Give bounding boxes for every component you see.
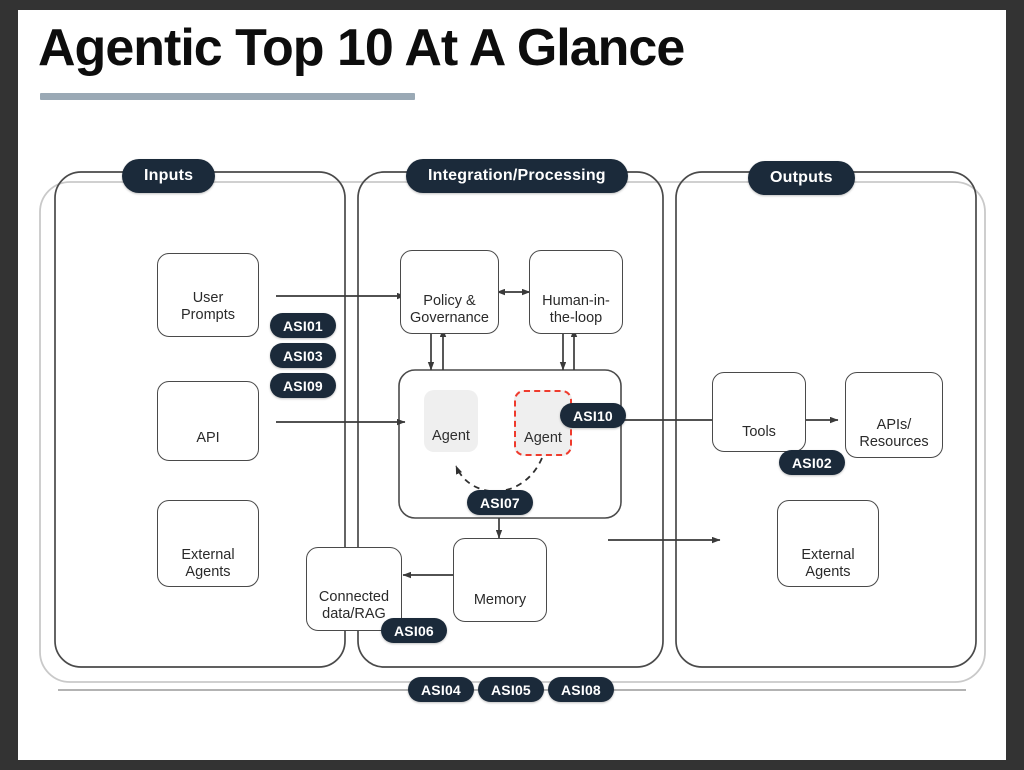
column-title-integration: Integration/Processing — [406, 159, 628, 193]
node-tools[interactable]: Tools — [712, 372, 806, 452]
page-title: Agentic Top 10 At A Glance — [38, 19, 685, 77]
badge-asi01[interactable]: ASI01 — [270, 313, 336, 338]
column-title-outputs: Outputs — [748, 161, 855, 195]
node-policy-label-1: Policy & — [423, 293, 476, 309]
node-connected-data-label-2: data/RAG — [322, 606, 386, 622]
badge-asi08[interactable]: ASI08 — [548, 677, 614, 702]
slide-page: Agentic Top 10 At A Glance — [18, 10, 1006, 760]
node-policy-governance[interactable]: Policy & Governance — [400, 250, 499, 334]
node-external-agents-input-label-2: Agents — [185, 563, 231, 580]
node-agent-b-label: Agent — [524, 430, 562, 446]
node-human-loop-label-2: the-loop — [549, 310, 603, 326]
node-user-prompts[interactable]: User Prompts — [157, 253, 259, 337]
node-policy-label-2: Governance — [410, 310, 489, 326]
node-apis-label-2: Resources — [859, 434, 929, 450]
node-apis-label-1: APIs/ — [876, 417, 912, 433]
node-user-prompts-label-2: Prompts — [181, 307, 235, 323]
node-external-agents-input-label-1: External — [181, 546, 235, 563]
node-external-agents-output-label-1: External — [801, 546, 855, 563]
node-memory-label: Memory — [473, 591, 527, 608]
badge-asi06[interactable]: ASI06 — [381, 618, 447, 643]
badge-asi03[interactable]: ASI03 — [270, 343, 336, 368]
node-external-agents-output[interactable]: External Agents — [777, 500, 879, 587]
column-title-inputs: Inputs — [122, 159, 216, 193]
badge-asi09[interactable]: ASI09 — [270, 373, 336, 398]
node-apis-resources[interactable]: APIs/ Resources — [845, 372, 943, 458]
node-human-in-the-loop[interactable]: Human-in- the-loop — [529, 250, 623, 334]
badge-asi04[interactable]: ASI04 — [408, 677, 474, 702]
node-user-prompts-label-1: User — [192, 290, 224, 306]
node-connected-data-rag[interactable]: Connected data/RAG — [306, 547, 402, 631]
node-connected-data-label-1: Connected — [318, 589, 390, 605]
node-external-agents-output-label-2: Agents — [805, 563, 851, 580]
node-external-agents-input[interactable]: External Agents — [157, 500, 259, 587]
node-human-loop-label-1: Human-in- — [542, 293, 610, 309]
node-agent-a[interactable]: Agent — [424, 390, 478, 452]
badge-asi05[interactable]: ASI05 — [478, 677, 544, 702]
badge-asi02[interactable]: ASI02 — [779, 450, 845, 475]
node-api[interactable]: API — [157, 381, 259, 461]
badge-asi10[interactable]: ASI10 — [560, 403, 626, 428]
node-memory[interactable]: Memory — [453, 538, 547, 622]
node-tools-label: Tools — [742, 423, 776, 440]
title-underline-rule — [40, 93, 415, 100]
node-api-label: API — [196, 429, 220, 446]
badge-asi07[interactable]: ASI07 — [467, 490, 533, 515]
node-agent-a-label: Agent — [432, 428, 470, 444]
